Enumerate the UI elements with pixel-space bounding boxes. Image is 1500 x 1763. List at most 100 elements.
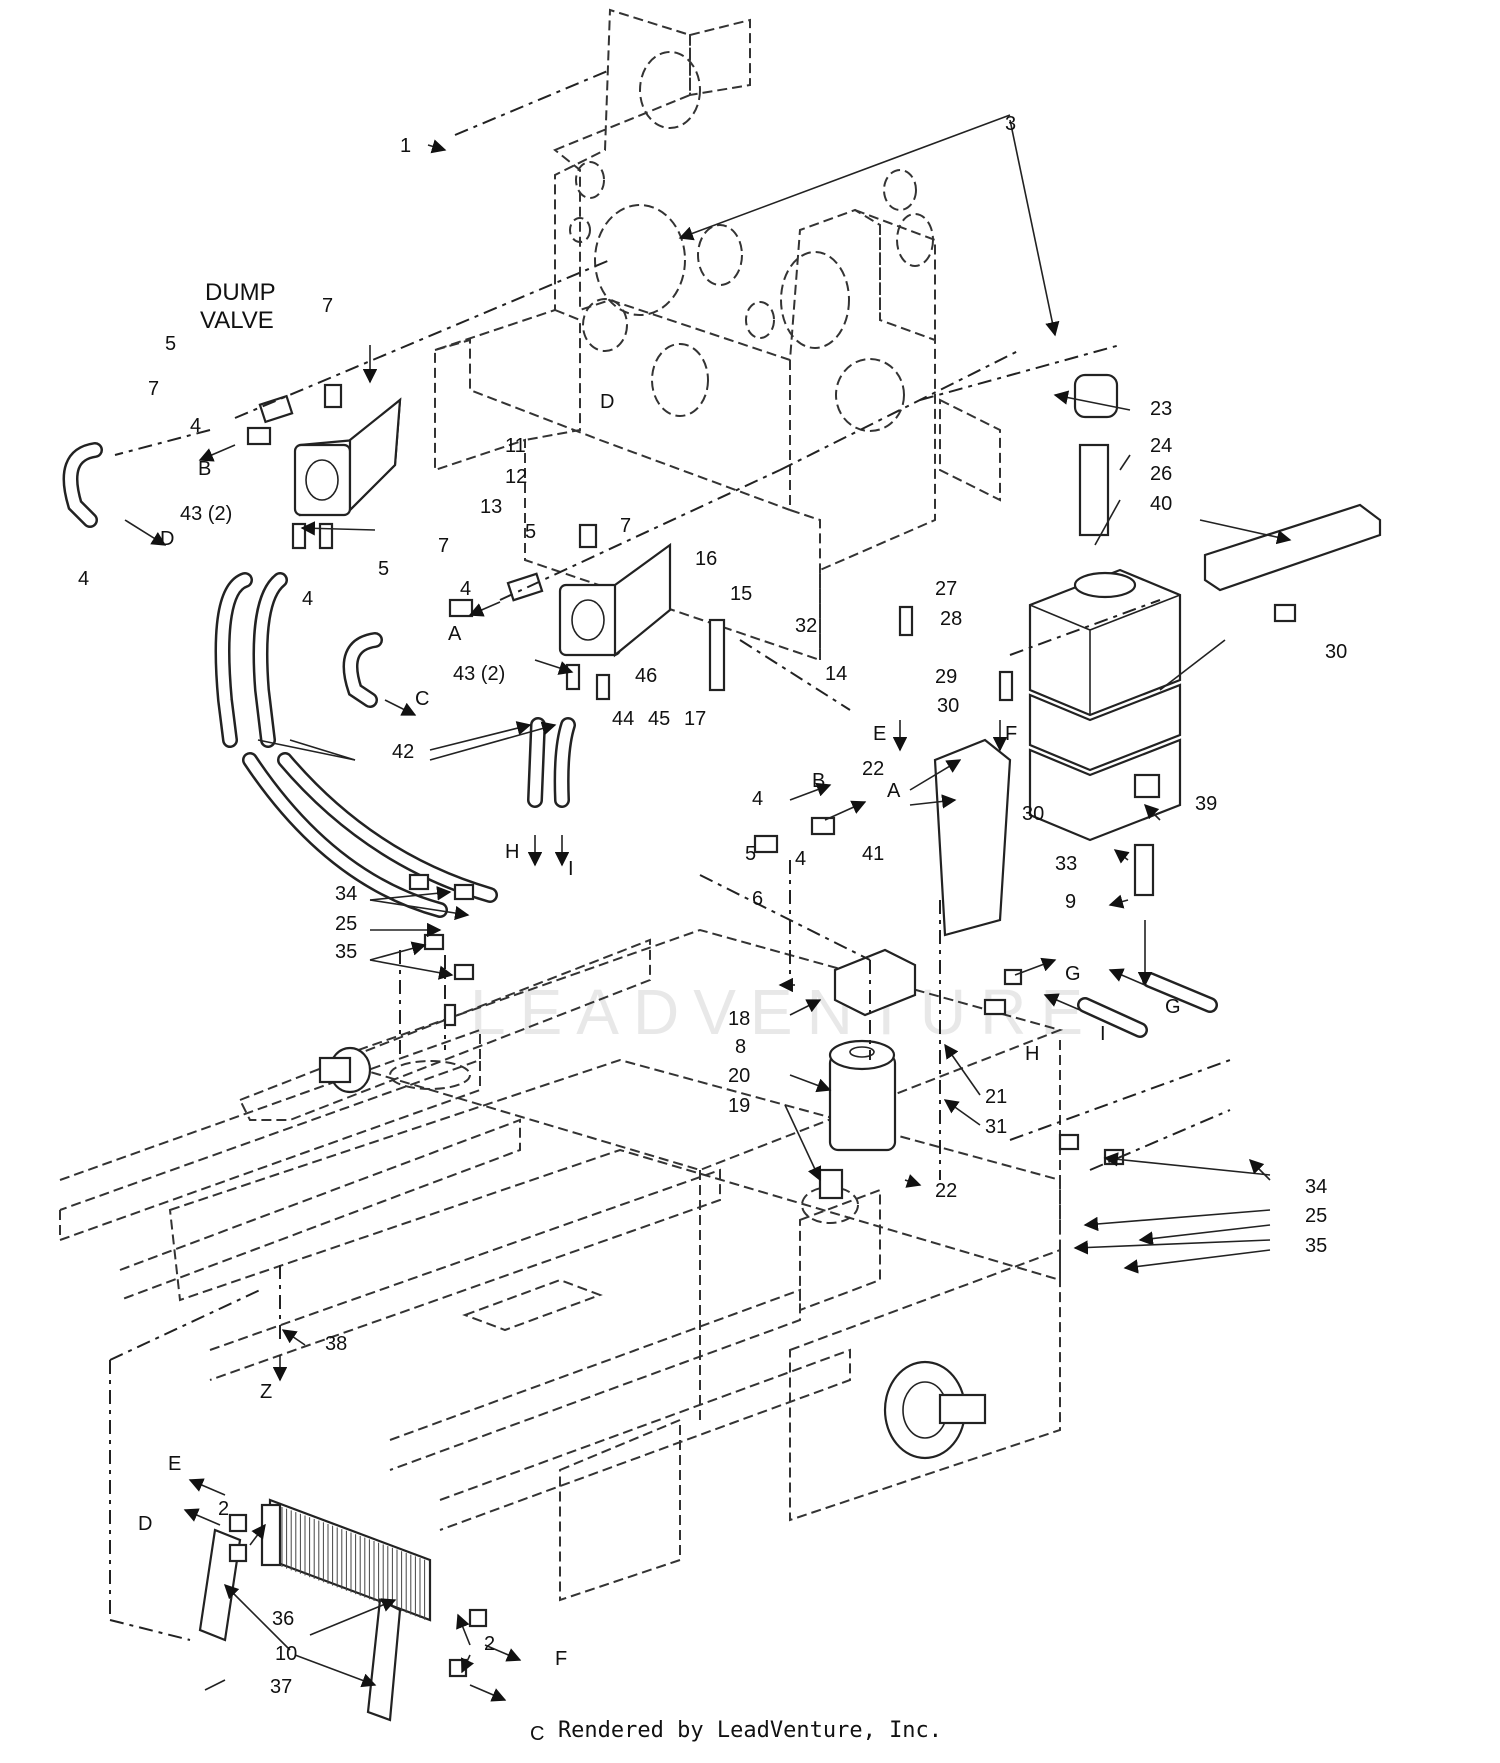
callout-43-2: 43 (2) xyxy=(180,503,232,525)
callout-26: 26 xyxy=(1150,463,1172,485)
letter-G: G xyxy=(1065,963,1081,985)
letter-E: E xyxy=(873,723,886,745)
callout-29: 29 xyxy=(935,666,957,688)
callout-16: 16 xyxy=(695,548,717,570)
pump-right xyxy=(506,523,726,692)
callout-43-2: 43 (2) xyxy=(453,663,505,685)
letter-B: B xyxy=(812,770,825,792)
callout-2: 2 xyxy=(484,1633,495,1655)
callout-1: 1 xyxy=(400,135,411,157)
callout-28: 28 xyxy=(940,608,962,630)
callout-4: 4 xyxy=(302,588,313,610)
letter-H: H xyxy=(1025,1043,1039,1065)
callout-20: 20 xyxy=(728,1065,750,1087)
chassis-frame xyxy=(434,8,1001,662)
pump-left xyxy=(258,383,402,517)
callout-5: 5 xyxy=(745,843,756,865)
callout-7: 7 xyxy=(148,378,159,400)
letter-C: C xyxy=(530,1723,544,1745)
callout-4: 4 xyxy=(190,415,201,437)
callout-7: 7 xyxy=(322,295,333,317)
letter-I: I xyxy=(568,858,574,880)
callout-12: 12 xyxy=(505,466,527,488)
callout-5: 5 xyxy=(378,558,389,580)
callout-15: 15 xyxy=(730,583,752,605)
callout-32: 32 xyxy=(795,615,817,637)
callout-5: 5 xyxy=(165,333,176,355)
callout-4: 4 xyxy=(795,848,806,870)
letter-F: F xyxy=(555,1648,567,1670)
letter-D: D xyxy=(600,391,614,413)
callout-3: 3 xyxy=(1005,113,1016,135)
lower-frame xyxy=(59,928,1064,1602)
letter-F: F xyxy=(1005,723,1017,745)
callout-31: 31 xyxy=(985,1116,1007,1138)
callout-25: 25 xyxy=(1305,1205,1327,1227)
callout-27: 27 xyxy=(935,578,957,600)
callout-30: 30 xyxy=(937,695,959,717)
callout-10: 10 xyxy=(275,1643,297,1665)
oil-cooler xyxy=(198,1498,432,1722)
callout-18: 18 xyxy=(728,1008,750,1030)
reservoir xyxy=(1028,373,1382,842)
callout-39: 39 xyxy=(1195,793,1217,815)
dump-valve-label: DUMP xyxy=(205,279,276,306)
callout-17: 17 xyxy=(684,708,706,730)
filter-assembly xyxy=(818,738,1012,1200)
callout-45: 45 xyxy=(648,708,670,730)
callout-35: 35 xyxy=(335,941,357,963)
letter-D: D xyxy=(138,1513,152,1535)
callout-23: 23 xyxy=(1150,398,1172,420)
letter-E: E xyxy=(168,1453,181,1475)
callout-labels: DUMP VALVE 1 3 7 5 7 4 B 11 12 13 43 (2)… xyxy=(78,113,1347,1745)
letter-G: G xyxy=(1165,996,1181,1018)
callout-14: 14 xyxy=(825,663,847,685)
leader-lines xyxy=(124,114,1292,1702)
callout-42: 42 xyxy=(392,741,414,763)
callout-8: 8 xyxy=(735,1036,746,1058)
callout-7: 7 xyxy=(620,515,631,537)
callout-46: 46 xyxy=(635,665,657,687)
letter-I: I xyxy=(1100,1023,1106,1045)
letter-B: B xyxy=(198,458,211,480)
callout-6: 6 xyxy=(752,888,763,910)
callout-44: 44 xyxy=(612,708,634,730)
letter-A: A xyxy=(887,780,901,802)
callout-9: 9 xyxy=(1065,891,1076,913)
callout-37: 37 xyxy=(270,1676,292,1698)
letter-D: D xyxy=(160,528,174,550)
dump-valve-label: VALVE xyxy=(200,307,274,334)
callout-33: 33 xyxy=(1055,853,1077,875)
callout-4: 4 xyxy=(460,578,471,600)
callout-13: 13 xyxy=(480,496,502,518)
letter-Z: Z xyxy=(260,1381,272,1403)
callout-34: 34 xyxy=(1305,1176,1327,1198)
callout-21: 21 xyxy=(985,1086,1007,1108)
callout-7: 7 xyxy=(438,535,449,557)
callout-4: 4 xyxy=(78,568,89,590)
fittings xyxy=(228,426,1155,1678)
callout-2: 2 xyxy=(218,1498,229,1520)
callout-25: 25 xyxy=(335,913,357,935)
letter-H: H xyxy=(505,841,519,863)
footer-credit: Rendered by LeadVenture, Inc. xyxy=(557,1718,943,1743)
callout-35: 35 xyxy=(1305,1235,1327,1257)
callout-24: 24 xyxy=(1150,435,1172,457)
callout-22: 22 xyxy=(935,1180,957,1202)
callout-40: 40 xyxy=(1150,493,1172,515)
callout-30: 30 xyxy=(1022,803,1044,825)
callout-22: 22 xyxy=(862,758,884,780)
hookup-lines xyxy=(109,69,1231,1641)
callout-4: 4 xyxy=(752,788,763,810)
callout-19: 19 xyxy=(728,1095,750,1117)
callout-11: 11 xyxy=(505,435,526,457)
callout-5: 5 xyxy=(525,521,536,543)
letter-C: C xyxy=(415,688,429,710)
letter-A: A xyxy=(448,623,462,645)
callout-41: 41 xyxy=(862,843,884,865)
callout-38: 38 xyxy=(325,1333,347,1355)
watermark: LEADVENTURE xyxy=(470,976,1097,1048)
callout-30: 30 xyxy=(1325,641,1347,663)
hoses-42 xyxy=(62,442,1218,1038)
